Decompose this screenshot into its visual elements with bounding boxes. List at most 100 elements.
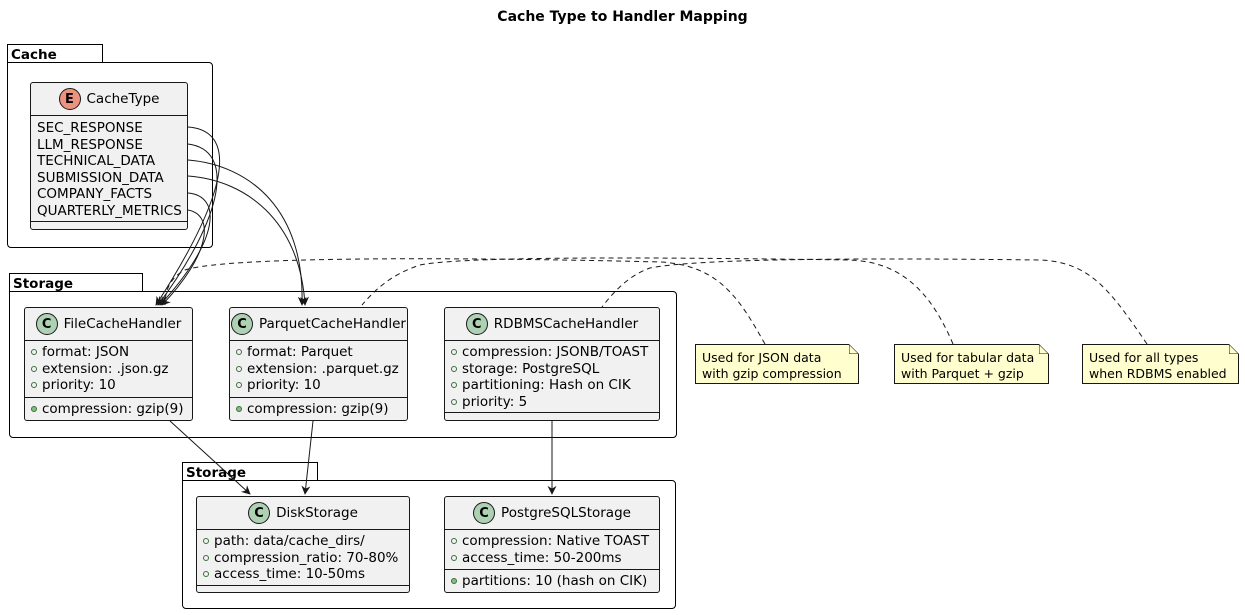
field-text: priority: 10 [42,377,116,393]
method-row: partitions: 10 (hash on CIK) [451,573,659,590]
field-row: priority: 10 [31,377,192,394]
note-link-file [164,258,766,345]
class-parquetcachehandler[interactable]: C ParquetCacheHandler format: Parquet ex… [229,307,408,421]
note-line: Used for all types [1089,350,1199,365]
note-fold-icon [1039,344,1049,354]
field-row: priority: 10 [236,377,407,394]
note-parquet-handler: Used for tabular data with Parquet + gzi… [894,344,1049,384]
divider [197,585,409,586]
public-field-icon [236,349,242,356]
field-row: priority: 5 [451,394,659,411]
note-fold-icon [1229,344,1239,354]
note-fold-icon [849,344,859,354]
enum-value: SEC_RESPONSE [37,120,143,136]
divider [25,340,192,341]
public-field-icon [451,349,457,356]
class-icon: C [465,313,488,335]
field-row: compression_ratio: 70-80% [203,550,409,567]
edge-llm-response-to-file [157,143,218,306]
divider [230,340,407,341]
enum-name: CacheType [86,91,160,107]
field-text: compression: Native TOAST [462,533,650,549]
divider [445,412,659,413]
class-name: RDBMSCacheHandler [493,316,639,332]
public-field-icon [31,349,37,356]
public-field-icon [451,538,457,545]
class-fields: path: data/cache_dirs/ compression_ratio… [197,530,409,586]
note-line: with Parquet + gzip [901,366,1024,381]
note-line: when RDBMS enabled [1089,366,1227,381]
field-row: extension: .parquet.gz [236,361,407,378]
public-field-icon [203,554,209,561]
public-field-icon [31,382,37,389]
public-field-icon [451,382,457,389]
field-row: compression: Native TOAST [451,533,659,550]
public-field-icon [203,571,209,578]
class-fields: format: Parquet extension: .parquet.gz p… [230,341,407,397]
edge-sec-response-to-file [155,126,221,306]
class-name: FileCacheHandler [63,316,182,332]
class-name: DiskStorage [276,505,358,521]
class-rdbmscachehandler[interactable]: C RDBMSCacheHandler compression: JSONB/T… [444,307,660,421]
field-text: access_time: 50-200ms [462,549,622,566]
method-row: compression: gzip(9) [236,401,407,418]
field-row: access_time: 10-50ms [203,566,409,583]
class-icon: C [35,313,58,335]
class-header: C PostgreSQLStorage [445,497,659,529]
edge-quarterly-metrics-to-file [161,209,205,306]
method-row: compression: gzip(9) [31,401,192,418]
class-methods: compression: gzip(9) [230,398,407,421]
edge-parquet-to-disk [301,420,314,495]
class-fields: compression: Native TOAST access_time: 5… [445,530,659,569]
field-text: format: JSON [42,344,130,360]
field-text: priority: 10 [247,377,321,393]
enum-value: TECHNICAL_DATA [37,153,156,169]
note-link-parquet [361,257,954,345]
field-text: priority: 5 [462,393,528,410]
class-postgresqlstorage[interactable]: C PostgreSQLStorage compression: Native … [444,496,660,593]
note-file-handler: Used for JSON data with gzip compression [695,344,859,384]
field-text: access_time: 10-50ms [214,566,365,582]
enum-value: COMPANY_FACTS [37,186,153,202]
field-row: format: JSON [31,344,192,361]
method-text: compression: gzip(9) [247,400,389,417]
note-line: with gzip compression [702,366,842,381]
field-row: path: data/cache_dirs/ [203,533,409,550]
note-rdbms-handler: Used for all types when RDBMS enabled [1082,344,1239,384]
class-diskstorage[interactable]: C DiskStorage path: data/cache_dirs/ com… [196,496,410,593]
enum-value: LLM_RESPONSE [37,136,143,153]
public-field-icon [451,398,457,405]
class-name: ParquetCacheHandler [259,316,406,332]
divider [445,340,659,341]
public-method-icon [236,405,242,412]
field-text: compression_ratio: 70-80% [214,549,399,566]
enum-cachetype[interactable]: E CacheType SEC_RESPONSE LLM_RESPONSE TE… [30,82,188,230]
divider [31,115,187,116]
divider [31,221,187,222]
class-header: C ParquetCacheHandler [230,308,407,340]
enum-values: SEC_RESPONSE LLM_RESPONSE TECHNICAL_DATA… [31,116,187,222]
field-text: format: Parquet [247,344,353,360]
edge-company-facts-to-file [159,192,211,306]
public-field-icon [236,365,242,372]
class-methods: compression: gzip(9) [25,398,192,421]
public-field-icon [236,382,242,389]
note-link-rdbms [601,258,1148,345]
field-text: extension: .parquet.gz [247,360,399,377]
field-row: storage: PostgreSQL [451,361,659,378]
class-icon: C [231,313,253,335]
public-field-icon [203,538,209,545]
class-filecachehandler[interactable]: C FileCacheHandler format: JSON extensio… [24,307,193,421]
field-text: compression: JSONB/TOAST [462,344,649,360]
divider [25,396,192,398]
enum-value: QUARTERLY_METRICS [37,202,182,219]
class-header: C FileCacheHandler [25,308,192,340]
method-text: compression: gzip(9) [42,400,184,417]
field-text: extension: .json.gz [42,360,169,377]
note-line: Used for JSON data [702,350,822,365]
class-header: C RDBMSCacheHandler [445,308,659,340]
field-text: path: data/cache_dirs/ [214,533,365,549]
field-row: extension: .json.gz [31,361,192,378]
field-row: partitioning: Hash on CIK [451,377,659,394]
